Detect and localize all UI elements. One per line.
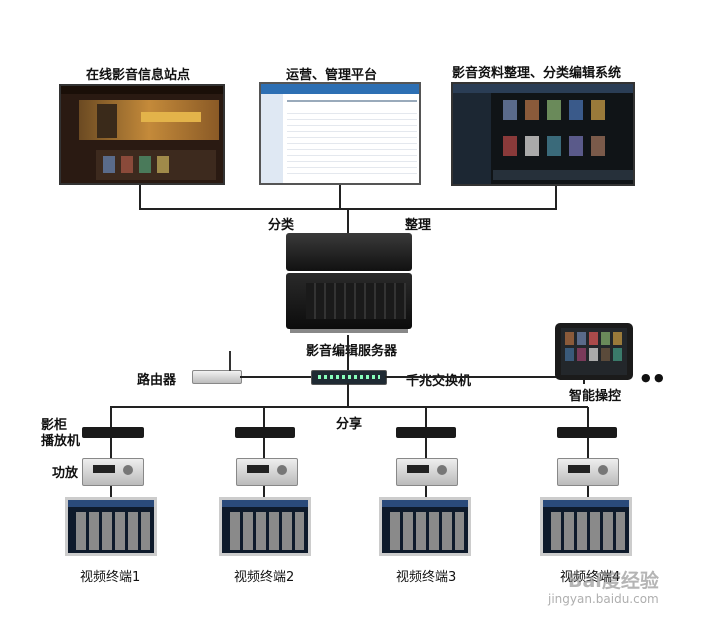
player-box	[557, 427, 617, 438]
amplifier	[236, 458, 298, 486]
tablet-controller	[555, 323, 633, 380]
android-icon: ●	[654, 371, 664, 384]
admin-platform-title: 运营、管理平台	[286, 68, 378, 83]
video-terminal-screen	[540, 497, 632, 556]
terminal-label: 视频终端2	[234, 570, 295, 585]
media-edit-server	[286, 233, 412, 335]
apple-icon: ●	[641, 371, 651, 384]
share-label: 分享	[336, 417, 363, 432]
classify-label: 分类	[268, 218, 295, 233]
amplifier	[396, 458, 458, 486]
smart-control-label: 智能操控	[569, 389, 622, 404]
video-terminal-screen	[379, 497, 471, 556]
player-box	[235, 427, 295, 438]
organize-label: 整理	[405, 218, 432, 233]
video-terminal-screen	[65, 497, 157, 556]
terminal-label: 视频终端4	[560, 570, 621, 585]
player-label: 影柜 播放机	[41, 418, 81, 449]
router-label: 路由器	[137, 373, 177, 388]
online-site-title: 在线影音信息站点	[86, 68, 191, 83]
switch-label: 千兆交换机	[406, 374, 472, 389]
server-label: 影音编辑服务器	[306, 344, 398, 359]
terminal-label: 视频终端3	[396, 570, 457, 585]
amplifier	[82, 458, 144, 486]
admin-platform-screenshot	[259, 82, 421, 185]
video-terminal-screen	[219, 497, 311, 556]
catalog-system-screenshot	[451, 82, 635, 186]
router-icon	[192, 351, 242, 384]
amp-label: 功放	[52, 466, 79, 481]
amplifier	[557, 458, 619, 486]
online-site-screenshot	[59, 84, 225, 185]
player-box	[82, 427, 144, 438]
watermark-brand: Bai度经验	[568, 570, 659, 592]
player-box	[396, 427, 456, 438]
catalog-system-title: 影音资料整理、分类编辑系统	[452, 66, 622, 81]
gigabit-switch-icon	[311, 370, 387, 385]
terminal-label: 视频终端1	[80, 570, 141, 585]
watermark-url: jingyan.baidu.com	[548, 592, 659, 606]
